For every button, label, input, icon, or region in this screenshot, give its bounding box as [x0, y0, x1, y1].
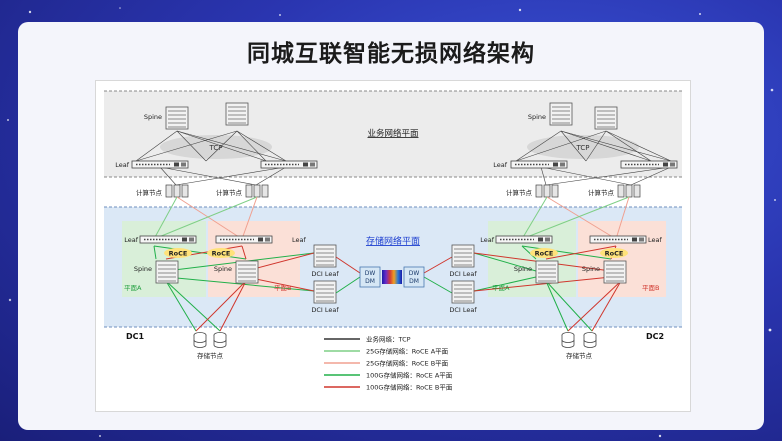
- dc2-storage-node: [561, 332, 575, 348]
- architecture-diagram: 业务网络平面 存储网络平面 TCP TCP Spine Leaf 计算节点 计算…: [95, 80, 691, 412]
- dc1-spine-label: Spine: [144, 113, 162, 121]
- dc1-roce-b-label: RoCE: [212, 250, 231, 258]
- dc2-storage-leaf-label: Leaf: [648, 236, 662, 244]
- legend-label: 25G存储网络：RoCE B平面: [366, 359, 449, 368]
- storage-plane-label: 存储网络平面: [366, 235, 420, 247]
- dc2-dwdm-label-1: DW: [409, 270, 420, 277]
- dc1-storage-leaf-label: Leaf: [292, 236, 306, 244]
- dc2-compute-node: [617, 184, 641, 198]
- dc2-dci-leaf-label: DCI Leaf: [449, 306, 477, 314]
- dc1-tcp-cloud: [160, 135, 272, 159]
- dc2-storage-leaf-b: [589, 235, 647, 244]
- dc2-storage-spine-label: Spine: [514, 265, 532, 273]
- dc1-dci-leaf-label: DCI Leaf: [311, 270, 339, 278]
- dc1-dci-leaf: [313, 280, 337, 304]
- dc1-roce-b-badge: [207, 248, 235, 258]
- dc1-plane-b-area: [208, 221, 300, 297]
- dc1-storage-spine-a: [155, 260, 179, 284]
- dc2-storage-node-label: 存储节点: [566, 351, 593, 360]
- dc2-roce-b-label: RoCE: [605, 250, 624, 258]
- dc2-spine-switch: [594, 106, 618, 130]
- dc2-roce-a-badge: [530, 248, 558, 258]
- dc1-storage-node: [193, 332, 207, 348]
- dc2-storage-leaf-label: Leaf: [480, 236, 494, 244]
- dc1-storage-spine-label: Spine: [134, 265, 152, 273]
- dc1-dwdm: [359, 266, 381, 288]
- business-plane-label: 业务网络平面: [367, 128, 419, 139]
- dc1-roce-a-label: RoCE: [169, 250, 188, 258]
- dc1-plane-a-area: [122, 221, 206, 297]
- dc2-leaf-switch: [620, 160, 678, 169]
- dc1-storage-spine-label: Spine: [214, 265, 232, 273]
- dc2-storage-spine-b: [603, 260, 627, 284]
- dc1-storage-leaf-label: Leaf: [124, 236, 138, 244]
- dc1-storage-leaf-b: [215, 235, 273, 244]
- dc2-roce-b-badge: [600, 248, 628, 258]
- dc2-plane-a-label: 平面A: [492, 284, 510, 292]
- dc1-storage-leaf-a: [139, 235, 197, 244]
- dc2-dwdm: [403, 266, 425, 288]
- dc2-dci-leaf-label: DCI Leaf: [449, 270, 477, 278]
- dc2-compute-label: 计算节点: [588, 188, 615, 197]
- dc1-spine-switch: [165, 106, 189, 130]
- dc2-compute-node: [535, 184, 559, 198]
- dc1-dci-leaf: [313, 244, 337, 268]
- dc2-plane-b-area: [578, 221, 666, 297]
- dc1-compute-label: 计算节点: [216, 188, 243, 197]
- dc2-compute-label: 计算节点: [506, 188, 533, 197]
- dc2-storage-spine-a: [535, 260, 559, 284]
- dc2-tcp-label: TCP: [576, 144, 590, 152]
- dc1-compute-label: 计算节点: [136, 188, 163, 197]
- dc2-storage-leaf-a: [495, 235, 553, 244]
- dc1-compute-node: [245, 184, 269, 198]
- dc1-leaf-switch: [131, 160, 189, 169]
- dc1-storage-node: [213, 332, 227, 348]
- legend-label: 100G存储网络：RoCE A平面: [366, 371, 453, 380]
- dc2-dwdm-label-2: DM: [409, 278, 419, 285]
- dc2-spine-switch: [549, 102, 573, 126]
- dc2-tcp-cloud: [527, 135, 639, 159]
- dc1-roce-a-badge: [164, 248, 192, 258]
- dc2-plane-b-label: 平面B: [642, 284, 659, 292]
- dc1-leaf-switch: [260, 160, 318, 169]
- dc1-dwdm-label-1: DW: [365, 270, 376, 277]
- dc2-dci-leaf: [451, 244, 475, 268]
- dc2-leaf-label: Leaf: [493, 161, 507, 169]
- dc1-plane-b-label: 平面B: [274, 284, 291, 292]
- dc2-roce-a-label: RoCE: [535, 250, 554, 258]
- wavelength-band: [382, 270, 402, 284]
- legend: 业务网络：TCP 25G存储网络：RoCE A平面 25G存储网络：RoCE B…: [324, 335, 453, 392]
- slide-title: 同城互联智能无损网络架构: [247, 41, 535, 67]
- dc1-tcp-label: TCP: [209, 144, 223, 152]
- dc2-storage-node: [583, 332, 597, 348]
- dc1-storage-node-label: 存储节点: [197, 351, 224, 360]
- legend-label: 25G存储网络：RoCE A平面: [366, 347, 449, 356]
- dc2-dci-leaf: [451, 280, 475, 304]
- business-plane: [104, 91, 682, 177]
- dc1-leaf-label: Leaf: [115, 161, 129, 169]
- dc1-plane-a-label: 平面A: [124, 284, 142, 292]
- dc1-dci-leaf-label: DCI Leaf: [311, 306, 339, 314]
- dc2-label: DC2: [646, 332, 664, 341]
- dc2-storage-spine-label: Spine: [582, 265, 600, 273]
- dc1-compute-node: [165, 184, 189, 198]
- dc1-label: DC1: [126, 332, 145, 341]
- dc1-dwdm-label-2: DM: [365, 278, 375, 285]
- dc1-storage-spine-b: [235, 260, 259, 284]
- dc1-spine-switch: [225, 102, 249, 126]
- dc2-spine-label: Spine: [528, 113, 546, 121]
- legend-label: 业务网络：TCP: [366, 335, 411, 344]
- dc2-leaf-switch: [510, 160, 568, 169]
- legend-label: 100G存储网络：RoCE B平面: [366, 383, 453, 392]
